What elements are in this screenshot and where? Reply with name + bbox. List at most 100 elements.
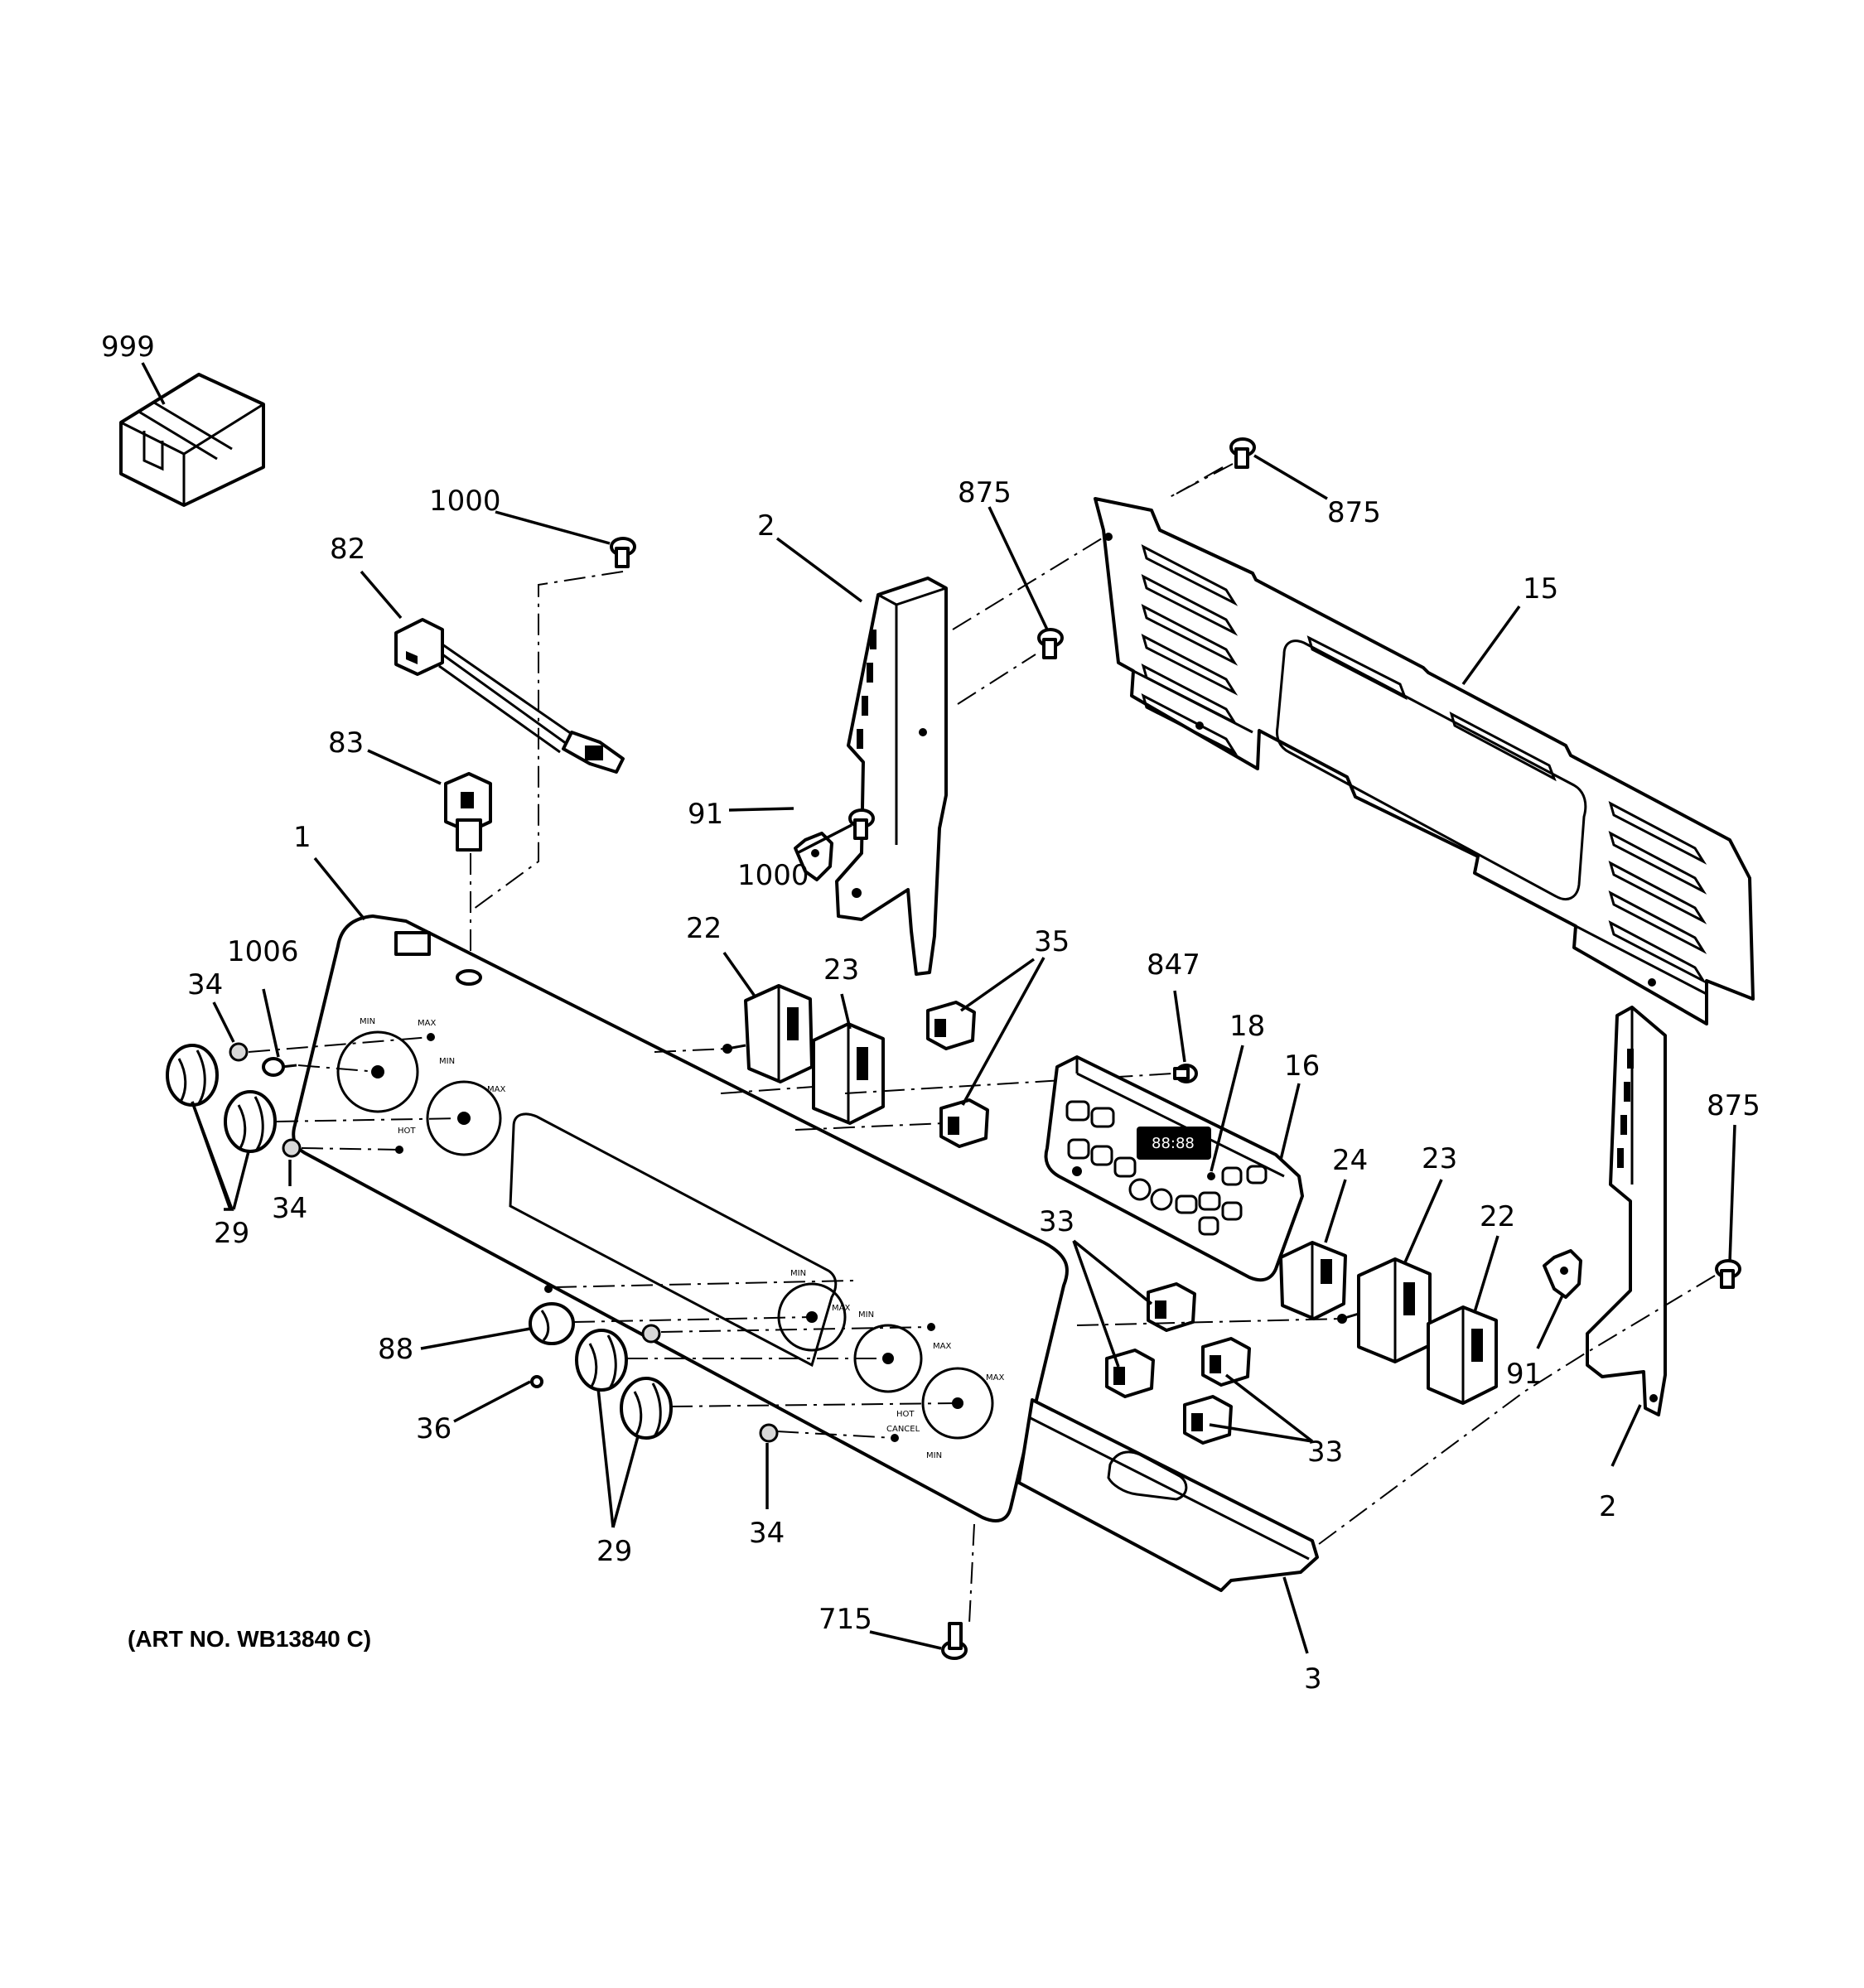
callout-23: 23	[823, 953, 859, 987]
part-34-clip-front-lower	[759, 1423, 779, 1443]
guide-knob-l4	[301, 1147, 400, 1151]
callout-83: 83	[328, 726, 364, 760]
panel-label-min-5: MIN	[926, 1451, 942, 1460]
part-875-screw-a	[1229, 437, 1256, 469]
part-1000-screw-top	[610, 537, 636, 568]
callout-22: 22	[1480, 1200, 1515, 1233]
part-2-side-bracket-left	[835, 577, 948, 976]
guide-knob-l1	[248, 1036, 432, 1053]
part-715-screw	[941, 1622, 968, 1660]
callout-82: 82	[330, 533, 365, 566]
guide-bracket-top	[952, 538, 1103, 630]
guide-line-panel-bottom	[968, 1523, 975, 1624]
panel-label-hot-1: HOT	[398, 1127, 416, 1136]
part-16-clock-control: 88:88	[1044, 1055, 1304, 1282]
part-91-clip-right	[1543, 1249, 1582, 1299]
panel-label-min-3: MIN	[790, 1269, 806, 1278]
callout-88: 88	[378, 1333, 413, 1366]
callout-29: 29	[214, 1217, 249, 1250]
callout-16: 16	[1284, 1049, 1320, 1083]
panel-label-max-3: MAX	[832, 1304, 850, 1313]
callout-875: 875	[958, 476, 1012, 509]
callout-15: 15	[1523, 572, 1558, 606]
guide-knob-r3	[660, 1326, 932, 1333]
part-1000-screw-bracket	[848, 808, 875, 840]
callout-29: 29	[596, 1535, 632, 1568]
guide-bracket-mid	[957, 654, 1036, 705]
callout-labels: 999 1000 82 83 1 1006 34 34 29 2 875 875…	[101, 331, 1760, 1696]
guide-knob-l2	[297, 1064, 379, 1073]
part-23-switch-left	[812, 1022, 885, 1125]
guide-switch-left-1	[654, 1048, 728, 1053]
part-847-screw	[1173, 1064, 1198, 1083]
part-34-clip-upper	[229, 1042, 249, 1062]
callout-2: 2	[1599, 1490, 1617, 1523]
part-29-knob-left-lower	[224, 1090, 277, 1153]
part-33-rocker-2	[1105, 1349, 1155, 1398]
callout-3: 3	[1304, 1662, 1322, 1696]
part-22-switch-right	[1427, 1305, 1498, 1405]
part-1006-screw	[262, 1057, 297, 1077]
part-34-clip-front-upper	[641, 1324, 661, 1344]
part-29-knob-left-upper	[166, 1044, 219, 1107]
part-33-rocker-3	[1201, 1337, 1251, 1387]
callout-34: 34	[272, 1192, 307, 1225]
panel-label-min-1: MIN	[360, 1017, 375, 1026]
panel-label-hot-2: HOT	[896, 1410, 915, 1419]
callout-91: 91	[688, 798, 723, 831]
part-29-knob-front-upper	[575, 1329, 628, 1392]
guide-knob-r6	[776, 1431, 896, 1439]
guide-rear-cover	[1176, 466, 1224, 495]
panel-label-max-5: MAX	[986, 1373, 1004, 1382]
guide-switch-left-2	[720, 1086, 814, 1094]
guide-bracket-right	[1311, 1275, 1716, 1550]
guide-switch-right	[1076, 1318, 1343, 1326]
callout-1: 1	[293, 821, 311, 854]
callout-2: 2	[757, 509, 775, 543]
panel-label-max-4: MAX	[933, 1342, 951, 1351]
part-36-screw-small	[530, 1375, 543, 1388]
guide-knob-r1	[554, 1280, 854, 1288]
callout-23: 23	[1422, 1142, 1457, 1175]
callout-875: 875	[1327, 496, 1381, 529]
panel-label-min-4: MIN	[858, 1310, 874, 1320]
callout-24: 24	[1332, 1144, 1368, 1177]
part-23-switch-right	[1337, 1257, 1432, 1363]
callout-1006: 1006	[227, 935, 299, 968]
part-35-rocker-lower	[939, 1098, 989, 1148]
callout-715: 715	[819, 1603, 872, 1636]
callout-33: 33	[1039, 1205, 1074, 1238]
guide-knob-r5	[670, 1402, 959, 1407]
callout-36: 36	[416, 1412, 452, 1445]
part-83-fuse-holder	[444, 772, 492, 852]
callout-1000: 1000	[429, 485, 501, 518]
part-33-rocker-4	[1183, 1395, 1233, 1445]
part-15-rear-cover	[1094, 497, 1755, 1025]
part-33-rocker-1	[1147, 1282, 1196, 1332]
panel-label-min-2: MIN	[439, 1057, 455, 1066]
clock-display-text: 88:88	[1152, 1135, 1195, 1152]
callout-35: 35	[1034, 925, 1070, 958]
callout-18: 18	[1229, 1010, 1265, 1043]
part-88-knob-small	[529, 1302, 575, 1345]
callout-33: 33	[1307, 1436, 1343, 1469]
part-999-box	[119, 373, 265, 507]
callout-34: 34	[749, 1517, 785, 1550]
part-22-switch-left	[722, 984, 814, 1083]
part-82-wire-harness	[394, 618, 625, 774]
art-number: (ART NO. WB13840 C)	[128, 1626, 371, 1652]
part-small-pin	[544, 1285, 553, 1293]
part-875-screw-b	[1037, 628, 1064, 659]
panel-label-cancel: CANCEL	[886, 1425, 920, 1434]
panel-label-max-1: MAX	[418, 1019, 436, 1028]
callout-847: 847	[1147, 948, 1200, 982]
callout-875: 875	[1707, 1089, 1760, 1122]
callout-91: 91	[1506, 1358, 1542, 1391]
part-2-side-bracket-right	[1586, 1006, 1667, 1416]
callout-1000: 1000	[737, 859, 809, 892]
part-3-trim	[1017, 1398, 1319, 1592]
callout-999: 999	[101, 331, 155, 364]
panel-label-max-2: MAX	[487, 1085, 505, 1094]
